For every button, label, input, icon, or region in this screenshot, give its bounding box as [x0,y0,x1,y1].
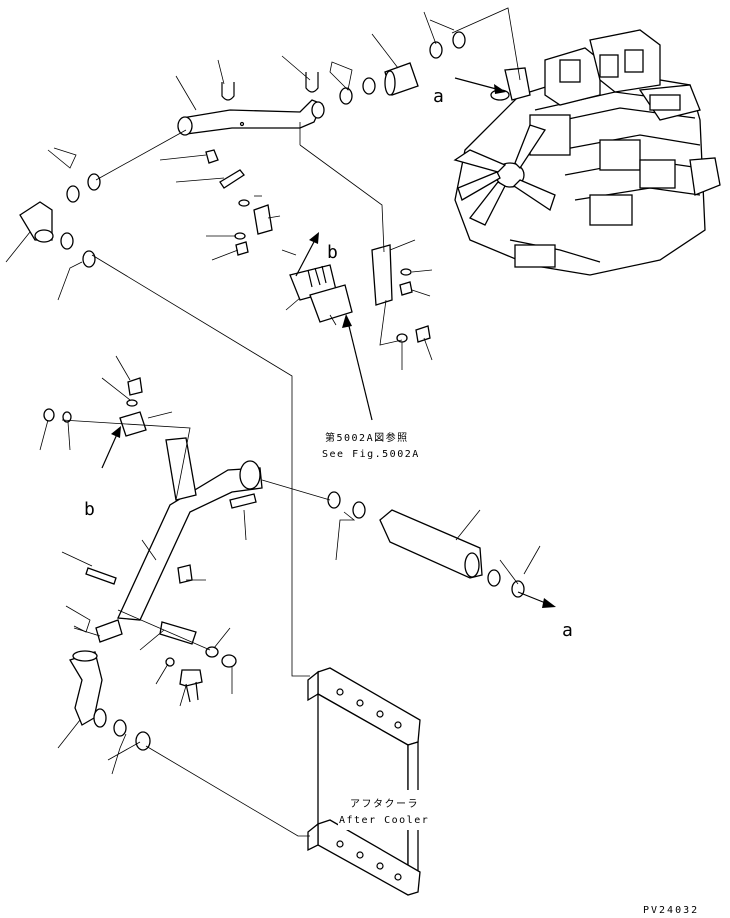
arrow-ref-fig [342,314,373,421]
cooling-fan [453,124,556,226]
upper-water-pipe [177,99,325,136]
callout-a-right: a [562,620,573,641]
pipe-hardware [43,377,257,703]
aftercooler-unit [307,667,434,896]
aftercooler-hose [327,491,525,598]
lower-water-pipe [117,437,263,621]
aftercooler-label-japanese: アフタクーラ [350,798,419,810]
reference-japanese: 第5002A図参照 [325,431,409,444]
arrow-a-right [517,591,556,608]
callout-a-top: a [433,86,444,107]
bracket-hardware [205,149,273,256]
callout-b-upper: b [327,242,338,263]
callout-b-lower: b [84,499,95,520]
u-bolts [221,72,319,101]
arrow-b-lower [101,426,121,469]
direction-arrows [101,77,556,608]
leader-lines [5,7,541,837]
engine-assembly [453,29,721,276]
drawing-code: PV24032 [643,905,699,916]
aftercooler-label-english: After Cooler [339,815,429,826]
top-clamps [19,31,466,268]
reference-english: See Fig.5002A [322,449,420,460]
bracket-assembly-b [289,244,431,343]
arrow-b-upper [295,232,319,277]
elbow-hose [69,650,151,751]
arrow-a-top [454,77,506,94]
